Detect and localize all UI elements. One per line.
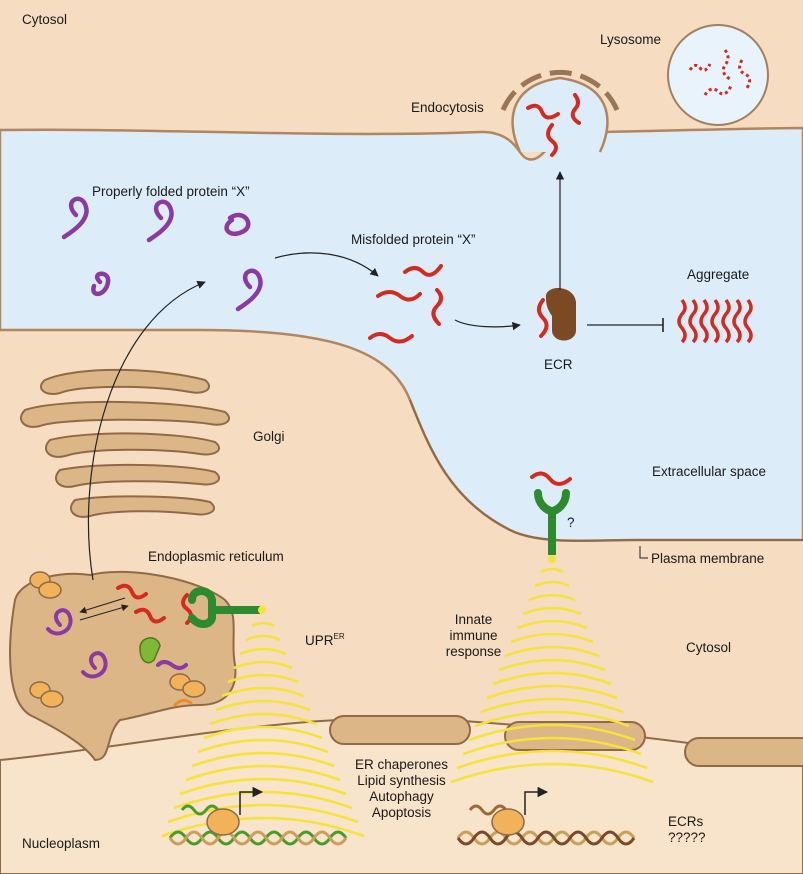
nuclear-envelope-segments	[329, 715, 803, 767]
lysosome-icon	[667, 24, 769, 126]
golgi	[20, 368, 230, 518]
endocytosis-vesicle	[500, 69, 620, 153]
extracellular-space	[0, 126, 803, 543]
label-lysosome: Lysosome	[600, 32, 662, 47]
label-endoplasmic-reticulum: Endoplasmic reticulum	[148, 549, 284, 564]
label-aggregate: Aggregate	[687, 267, 750, 282]
label-properly-folded: Properly folded protein “X”	[92, 184, 250, 199]
folded-proteins	[61, 196, 263, 312]
label-extracellular-space: Extracellular space	[652, 464, 767, 479]
dna-icon	[168, 786, 348, 846]
er-arrow-right	[79, 604, 129, 621]
label-ecrs-line-2: ?????	[668, 830, 706, 845]
label-upr-targets: ER chaperones Lipid synthesis Autophagy …	[344, 757, 459, 821]
label-cytosol-top: Cytosol	[22, 12, 68, 27]
label-nucleoplasm: Nucleoplasm	[22, 836, 101, 851]
er-proteins	[46, 583, 193, 707]
receptor-icon	[530, 471, 572, 563]
plasma-membrane	[409, 399, 803, 542]
chaperone-icon	[139, 637, 161, 664]
endocytosed-proteins	[526, 93, 581, 157]
upr-sensor-icon	[188, 587, 266, 628]
ribosome-icon	[29, 571, 206, 708]
label-misfolded: Misfolded protein “X”	[351, 232, 476, 247]
label-receptor-unknown: ?	[567, 515, 575, 530]
label-innate-immune: Innate immune response	[441, 612, 506, 660]
label-innate-line-1: Innate	[454, 612, 493, 627]
label-ecrs: ECRs ?????	[668, 814, 706, 846]
aggregate-icon	[677, 298, 753, 344]
inhibition-line	[587, 318, 664, 332]
label-innate-line-3: response	[445, 644, 502, 659]
er-arrow-left	[79, 597, 126, 614]
label-golgi: Golgi	[253, 429, 285, 444]
label-target-autophagy: Autophagy	[369, 789, 434, 804]
endoplasmic-reticulum	[9, 570, 237, 762]
ecr-icon	[537, 287, 576, 341]
label-upr: UPRER	[305, 633, 345, 649]
label-target-lipid: Lipid synthesis	[357, 773, 446, 788]
plasma-membrane-pointer	[639, 546, 648, 559]
innate-signal-waves	[450, 567, 654, 784]
label-target-apoptosis: Apoptosis	[371, 805, 432, 820]
upr-signal-waves	[161, 621, 365, 838]
label-innate-line-2: immune	[449, 628, 498, 643]
label-endocytosis: Endocytosis	[411, 100, 484, 115]
secretion-arrow	[87, 280, 206, 581]
label-upr-main: UPR	[305, 633, 334, 648]
misfolded-proteins	[368, 264, 443, 344]
label-target-chaperones: ER chaperones	[354, 757, 449, 772]
misfolding-arrow	[274, 252, 379, 277]
label-plasma-membrane: Plasma membrane	[651, 551, 765, 566]
label-ecr: ECR	[544, 357, 573, 372]
dna-icon	[456, 786, 636, 846]
label-ecrs-line-1: ECRs	[668, 814, 704, 829]
ecr-binding-arrow	[454, 319, 521, 331]
label-upr-sup: ER	[333, 632, 345, 641]
label-cytosol-right: Cytosol	[686, 640, 732, 655]
